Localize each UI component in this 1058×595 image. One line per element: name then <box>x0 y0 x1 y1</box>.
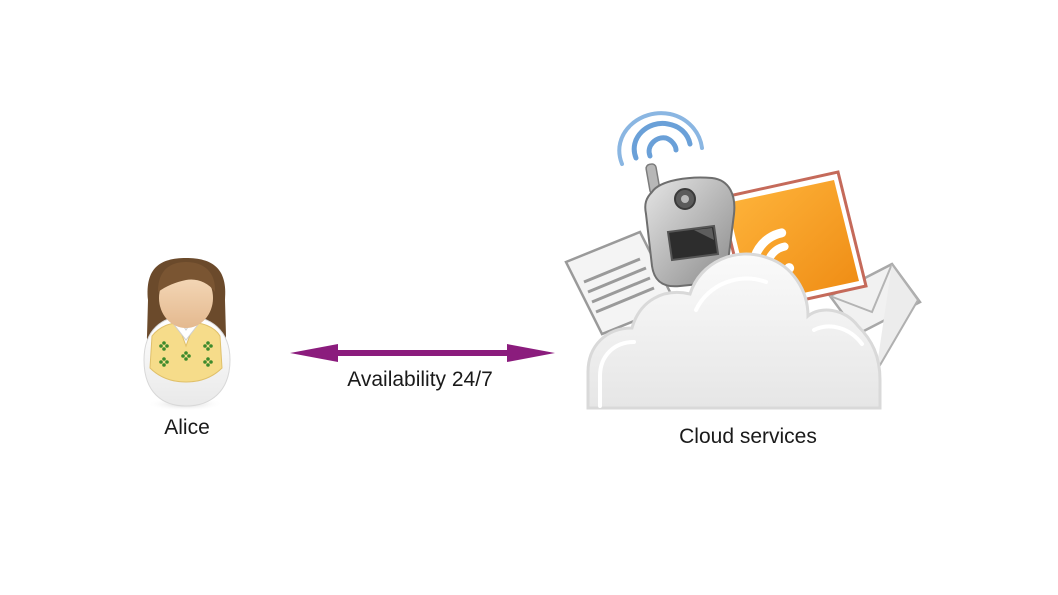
arrowhead-left <box>290 344 338 362</box>
wireless-signal-icon <box>617 111 704 166</box>
person-icon <box>143 258 231 411</box>
edge-label-availability: Availability 24/7 <box>347 368 493 391</box>
availability-arrow <box>290 344 555 362</box>
cloud-icon <box>586 252 882 410</box>
mobile-phone-icon <box>644 163 736 288</box>
node-label-alice: Alice <box>164 416 210 439</box>
node-label-cloud-services: Cloud services <box>679 425 817 448</box>
cloud-services-icon <box>564 111 922 410</box>
arrowhead-right <box>507 344 555 362</box>
